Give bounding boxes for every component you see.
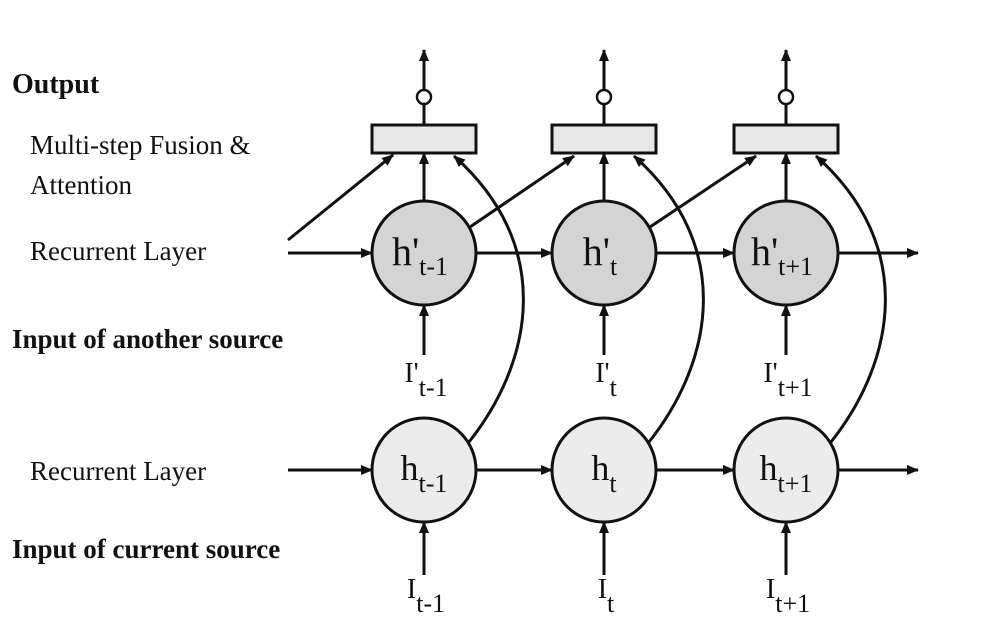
output-gate-circle-2: [777, 88, 795, 106]
label-recurrent-layer-bottom: Recurrent Layer: [30, 456, 206, 486]
hidden-current-node-2: [732, 416, 840, 524]
skip-curve-arrow-0: [453, 154, 525, 443]
hidden-another-node-1: [550, 199, 658, 307]
input-current-label-0: It-1: [407, 574, 445, 618]
fusion-box-0: [370, 123, 478, 155]
hidden-another-label-1: h't: [583, 229, 618, 281]
input-current-label-2: It+1: [766, 574, 810, 618]
hidden-current-label-0: ht-1: [401, 448, 448, 498]
nodes-group: h't-1 ht-1 I't-1It-1 h't ht I'tIt h't+1 ht+1 I't…: [370, 123, 840, 618]
hidden-current-node-1: [550, 416, 658, 524]
fusion-box-1: [550, 123, 658, 155]
fusion-arrow-from-label: [287, 153, 394, 242]
cross-fusion-arrow-0: [469, 154, 575, 229]
output-gate-circle-1: [595, 88, 613, 106]
label-fusion-line2: Attention: [30, 170, 132, 200]
hidden-another-node-0: [370, 199, 478, 307]
label-fusion-line1: Multi-step Fusion &: [30, 130, 251, 160]
skip-curve-arrow-2: [815, 154, 887, 443]
hidden-current-node-0: [370, 416, 478, 524]
cross-fusion-arrow-1: [649, 154, 757, 229]
label-input-another-source: Input of another source: [12, 324, 283, 354]
edges-group: [287, 49, 919, 575]
hidden-another-label-2: h't+1: [751, 229, 813, 281]
input-another-label-1: I't: [595, 358, 617, 402]
hidden-another-label-0: h't-1: [392, 229, 448, 281]
output-gate-circle-0: [415, 88, 433, 106]
input-another-label-2: I't+1: [763, 358, 812, 402]
label-output: Output: [12, 69, 100, 100]
fusion-box-2: [732, 123, 840, 155]
label-recurrent-layer-top: Recurrent Layer: [30, 236, 206, 266]
hidden-current-label-2: ht+1: [760, 448, 813, 498]
label-input-current-source: Input of current source: [12, 534, 280, 564]
input-current-label-1: It: [598, 574, 615, 618]
hidden-another-node-2: [732, 199, 840, 307]
input-another-label-0: I't-1: [404, 358, 447, 402]
hidden-current-label-1: ht: [591, 448, 617, 498]
skip-curve-arrow-1: [633, 154, 705, 443]
